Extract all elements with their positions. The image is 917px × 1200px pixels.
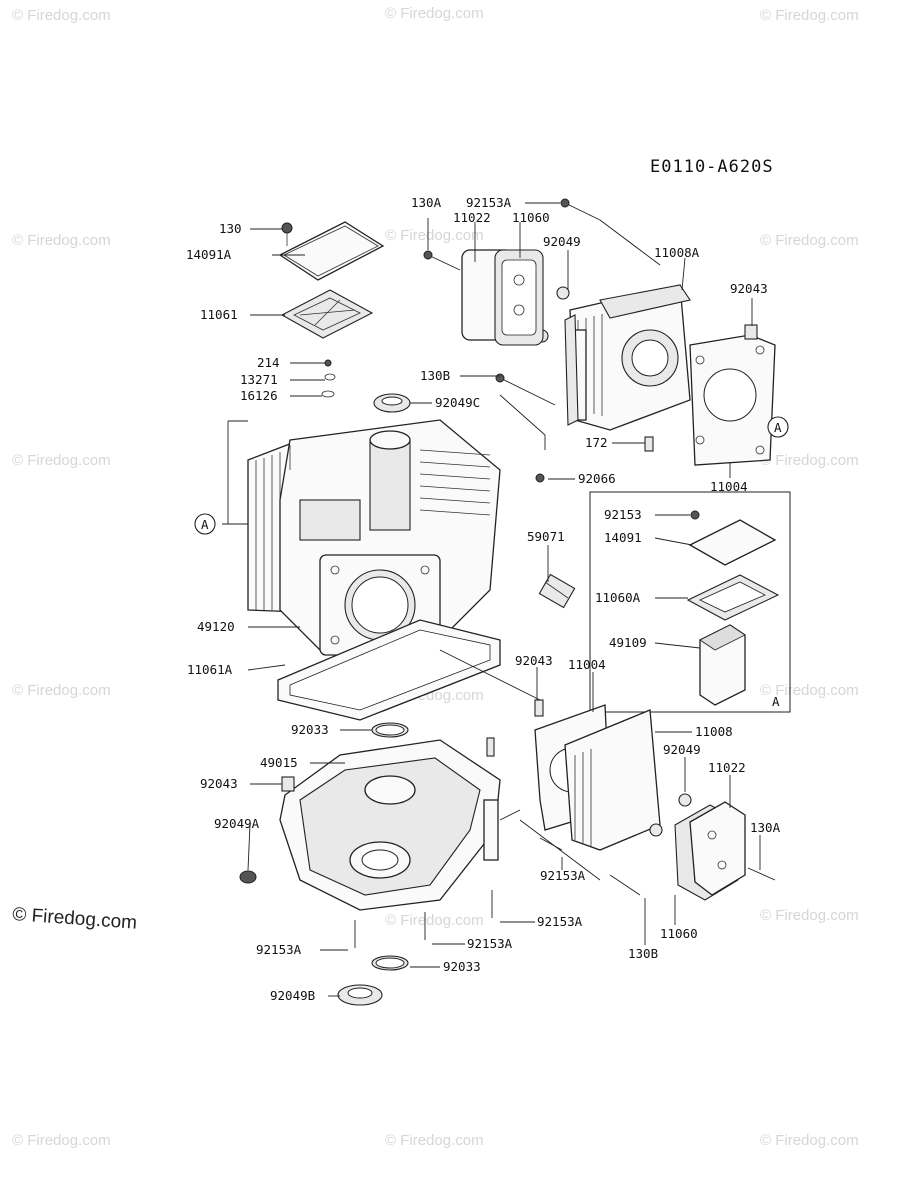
label-130a-mid: 130A [750, 820, 781, 835]
label-11060-top: 11060 [512, 210, 550, 225]
watermark: © Firedog.com [385, 1132, 484, 1149]
watermark: © Firedog.com [12, 1132, 111, 1149]
label-11022-top: 11022 [453, 210, 491, 225]
label-92153a-right: 92153A [540, 868, 586, 883]
label-92049c: 92049C [435, 395, 480, 410]
label-11061a: 11061A [187, 662, 233, 677]
cylinder-head-lower [534, 699, 692, 896]
label-11060-mid: 11060 [660, 926, 698, 941]
label-11061: 11061 [200, 307, 238, 322]
crankcase-cover [239, 722, 501, 1006]
rocker-cover-lower [674, 801, 776, 901]
label-11004-top: 11004 [710, 479, 748, 494]
cylinder-block [247, 419, 501, 656]
svg-text:A: A [774, 420, 782, 435]
part-labels: 130 14091A 11061 214 13271 16126 92049C … [186, 195, 781, 1003]
label-92153a-top: 92153A [466, 195, 512, 210]
watermark: © Firedog.com [12, 452, 111, 469]
label-11008: 11008 [695, 724, 733, 739]
label-92049-mid: 92049 [663, 742, 701, 757]
label-92049b: 92049B [270, 988, 315, 1003]
watermark: © Firedog.com [760, 907, 859, 924]
watermark: © Firedog.com [760, 1132, 859, 1149]
watermark: © Firedog.com [760, 682, 859, 699]
label-11004-mid: 11004 [568, 657, 606, 672]
label-92049-top: 92049 [543, 234, 581, 249]
breather-valve [538, 573, 576, 609]
ref-callout-left: A [194, 513, 216, 535]
cylinder-head-top [535, 284, 691, 431]
watermark: © Firedog.com [760, 7, 859, 24]
watermark: © Firedog.com [385, 912, 484, 929]
label-16126: 16126 [240, 388, 278, 403]
watermark: © Firedog.com [12, 232, 111, 249]
label-92043-mid: 92043 [515, 653, 553, 668]
ref-callout-right: A [767, 416, 789, 438]
label-49109: 49109 [609, 635, 647, 650]
label-130: 130 [219, 221, 242, 236]
detail-box-tag: A [772, 694, 780, 709]
label-130b-top: 130B [420, 368, 450, 383]
watermark: © Firedog.com [760, 452, 859, 469]
label-92043-right: 92043 [730, 281, 768, 296]
label-49015: 49015 [260, 755, 298, 770]
corner-watermark: © Firedog.com [12, 904, 138, 934]
label-92033-bottom: 92033 [443, 959, 481, 974]
detail-box-a [589, 491, 791, 713]
head-gasket-top [689, 324, 776, 466]
label-214: 214 [257, 355, 280, 370]
label-172: 172 [585, 435, 608, 450]
watermark: © Firedog.com [385, 5, 484, 22]
label-11022-mid: 11022 [708, 760, 746, 775]
label-130a-top: 130A [411, 195, 442, 210]
watermark: © Firedog.com [12, 7, 111, 24]
label-11060a: 11060A [595, 590, 641, 605]
detail-box-parts [686, 510, 780, 706]
label-92066: 92066 [578, 471, 616, 486]
label-92153a-left: 92153A [256, 942, 302, 957]
label-92043-left: 92043 [200, 776, 238, 791]
label-59071: 59071 [527, 529, 565, 544]
breather-cover [278, 221, 385, 398]
watermark: © Firedog.com [12, 682, 111, 699]
label-13271: 13271 [240, 372, 278, 387]
label-92049a: 92049A [214, 816, 260, 831]
label-92033-top: 92033 [291, 722, 329, 737]
label-92153a-bottom: 92153A [467, 936, 513, 951]
rocker-cover-top [461, 249, 544, 346]
leader-lines [222, 202, 761, 997]
diagram-code: E0110-A620S [650, 157, 774, 177]
watermark: © Firedog.com [385, 227, 484, 244]
oil-seal-top [373, 393, 411, 413]
label-14091: 14091 [604, 530, 642, 545]
watermark: © Firedog.com [760, 232, 859, 249]
label-14091a: 14091A [186, 247, 232, 262]
nut-92066 [535, 473, 545, 483]
label-11008a: 11008A [654, 245, 700, 260]
label-49120: 49120 [197, 619, 235, 634]
parts-drawings [239, 198, 791, 1006]
label-130b-bottom: 130B [628, 946, 658, 961]
svg-text:A: A [201, 517, 209, 532]
label-92153a-center: 92153A [537, 914, 583, 929]
label-92153: 92153 [604, 507, 642, 522]
